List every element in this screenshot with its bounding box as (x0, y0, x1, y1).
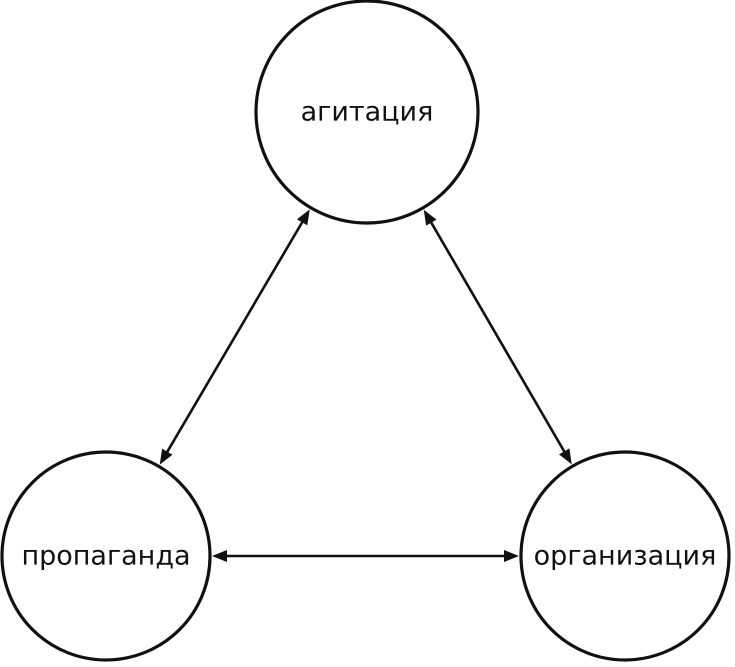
node-propaganda-label: пропаганда (21, 541, 190, 572)
node-propaganda: пропаганда (0, 450, 212, 662)
arrowhead-to-propaganda-from-organizatsiya (212, 550, 227, 562)
edges-layer (159, 209, 572, 562)
edge-line-agitatsiya-organizatsiya (429, 220, 567, 454)
edge-line-agitatsiya-propaganda (165, 219, 305, 455)
arrowhead-to-agitatsiya-from-propaganda (296, 209, 310, 226)
node-agitatsiya-circle (254, 0, 480, 225)
arrowhead-to-organizatsiya-from-agitatsiya (559, 448, 572, 465)
node-organizatsiya-circle (519, 450, 731, 662)
node-organizatsiya: организация (519, 450, 731, 662)
node-propaganda-circle (0, 450, 212, 662)
node-organizatsiya-label: организация (534, 541, 717, 572)
arrowhead-to-agitatsiya-from-organizatsiya (423, 209, 437, 226)
node-agitatsiya: агитация (254, 0, 480, 225)
arrowhead-to-organizatsiya-from-propaganda (504, 550, 519, 562)
node-agitatsiya-label: агитация (301, 97, 434, 128)
arrowhead-to-propaganda-from-agitatsiya (159, 448, 173, 465)
